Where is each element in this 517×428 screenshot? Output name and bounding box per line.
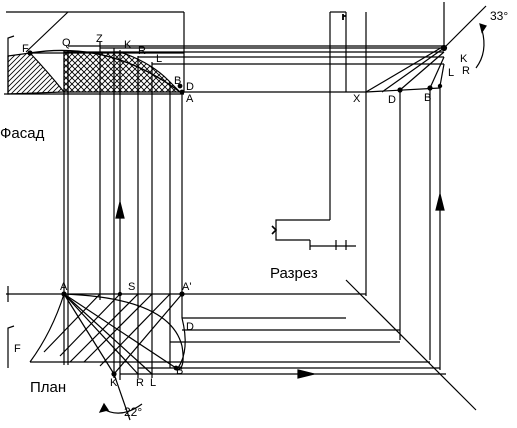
section-break-mark — [342, 14, 346, 20]
section-step-profile — [275, 219, 356, 250]
plan-ray-9 — [43, 293, 101, 353]
plan-point-a — [61, 291, 67, 297]
plan-ray-8 — [69, 293, 139, 363]
plan-arrow-right-icon — [297, 369, 315, 379]
plan-arch-outline-right — [177, 317, 186, 369]
label-b-facade: B — [174, 75, 181, 87]
label-x: X — [353, 93, 361, 105]
section-break-mark-low — [271, 225, 278, 235]
plan-point-s — [117, 291, 123, 297]
label-k-plan: K — [110, 377, 118, 389]
labels: Фасад План Разрез 33° 22° F Q Z K R L B … — [0, 9, 508, 419]
plan-ray-6 — [99, 293, 171, 367]
label-k-facade: K — [124, 39, 132, 51]
facade-arch-crosshatch — [63, 51, 182, 93]
plan-ray-5 — [113, 293, 183, 375]
label-d-section: D — [388, 94, 396, 106]
facade-wall-hatched-region — [7, 52, 66, 95]
projection-verticals — [63, 42, 183, 380]
section-ray-l — [439, 63, 445, 87]
label-l-facade: L — [156, 53, 162, 65]
plan-angle-arrow-icon — [98, 402, 109, 413]
caption-plan: План — [30, 379, 66, 396]
section-point-l — [437, 83, 443, 89]
label-q: Q — [62, 37, 71, 49]
plan-point-b — [173, 365, 179, 371]
facade-to-section-lines — [68, 45, 444, 93]
plan-ray-4 — [63, 293, 177, 369]
label-l-section: L — [448, 67, 454, 79]
angle-label-plan: 22° — [124, 405, 142, 419]
label-l-plan: L — [150, 377, 156, 389]
facade-point-b — [177, 83, 183, 89]
plan-arch-curve — [29, 293, 184, 371]
facade-view — [4, 11, 185, 95]
facade-arch-curve — [29, 49, 181, 93]
caption-section: Разрез — [270, 265, 318, 282]
section-angle-arc — [475, 29, 485, 69]
angle-label-section: 33° — [490, 9, 508, 23]
projection-arrow-up-icon — [115, 201, 125, 219]
plan-point-k — [111, 371, 117, 377]
section-point-d — [397, 87, 403, 93]
section-ground-diagonal — [345, 279, 477, 411]
section-arrow-up-icon — [435, 193, 445, 211]
label-a-plan: A — [60, 281, 68, 293]
section-view — [271, 2, 487, 411]
label-r-plan: R — [136, 377, 144, 389]
label-z: Z — [96, 33, 103, 45]
section-point-b — [427, 85, 433, 91]
section-angle-ray — [443, 5, 487, 49]
label-d-facade: D — [186, 81, 194, 93]
label-f-facade: F — [22, 43, 29, 55]
label-k-section: K — [460, 53, 468, 65]
label-s-plan: S — [128, 281, 135, 293]
label-f-plan: F — [14, 343, 21, 355]
facade-diagonal — [25, 11, 69, 53]
plan-ray-10 — [59, 293, 121, 357]
plan-view — [6, 286, 446, 421]
facade-point-f — [27, 50, 33, 56]
label-r-facade: R — [138, 45, 146, 57]
plan-ray-3 — [63, 293, 153, 375]
section-ray-k — [381, 47, 445, 93]
label-b-section: B — [424, 92, 431, 104]
section-point-apex — [440, 44, 448, 52]
plan-wall-bracket-low — [7, 325, 15, 368]
plan-point-a-prime — [179, 291, 185, 297]
label-a-prime: A' — [182, 281, 191, 293]
label-b-plan: B — [176, 365, 183, 377]
section-angle-arrow-icon — [479, 23, 487, 34]
section-ray-d — [399, 51, 445, 91]
plan-ray-7 — [83, 293, 153, 363]
label-a-facade: A — [186, 93, 194, 105]
section-ray-x — [365, 45, 445, 93]
label-r-section: R — [462, 65, 470, 77]
caption-facade: Фасад — [0, 125, 45, 142]
label-d-plan: D — [186, 321, 194, 333]
section-ray-b — [429, 56, 445, 89]
facade-point-d — [179, 89, 185, 95]
plan-angle-ray — [113, 373, 131, 421]
